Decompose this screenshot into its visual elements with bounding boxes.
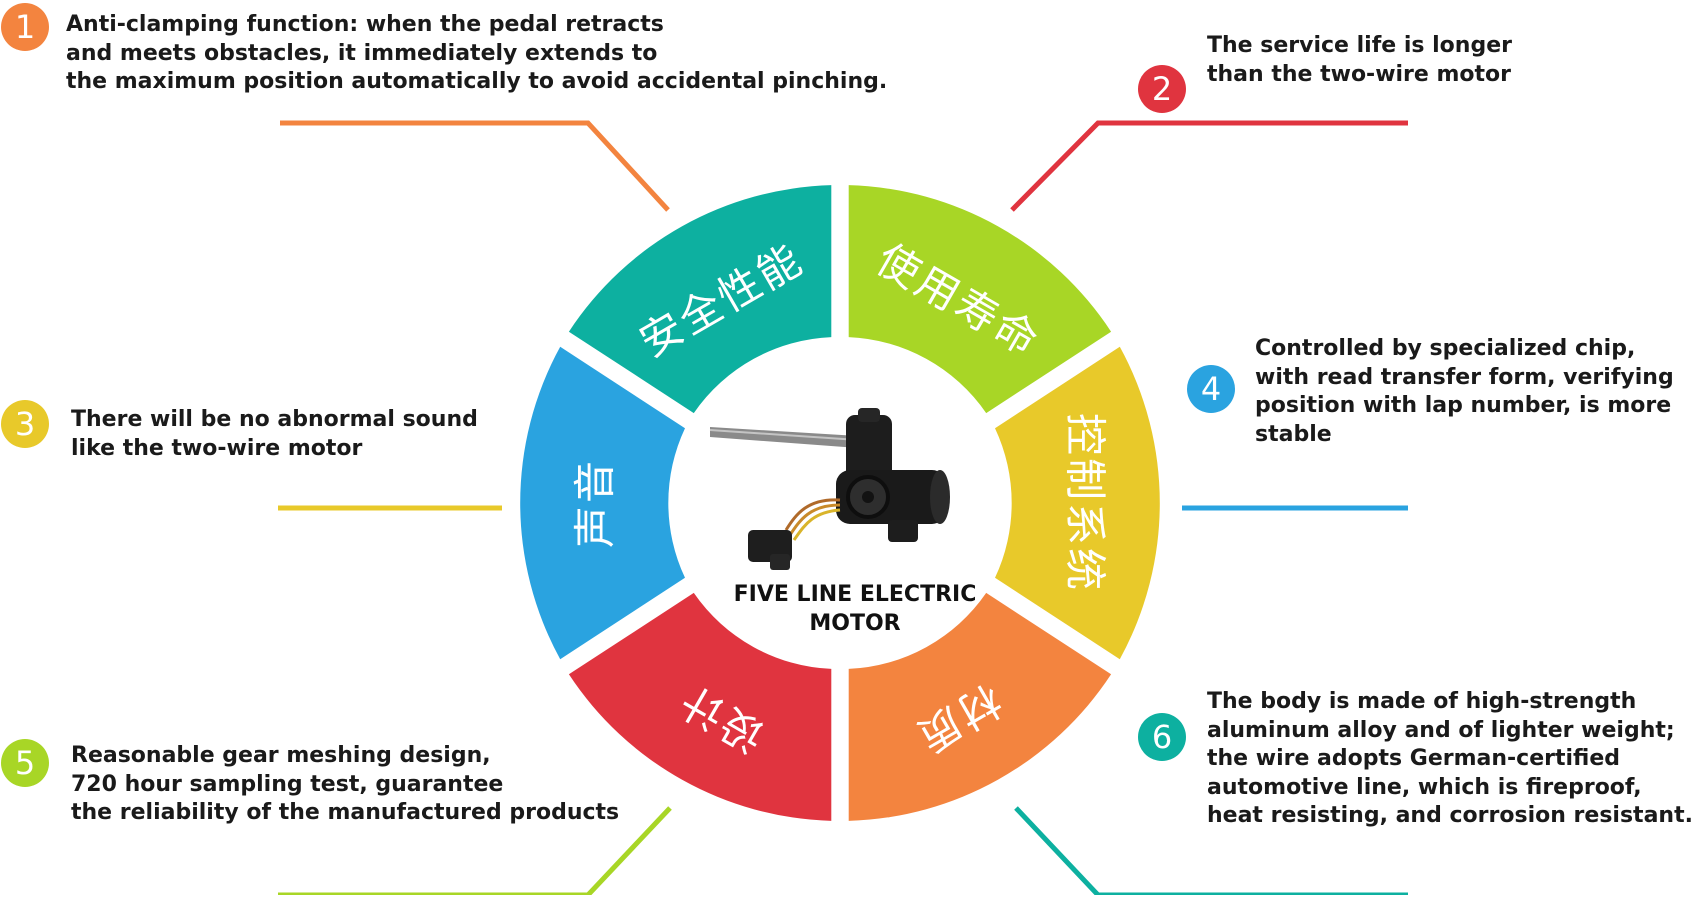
leader-line-2 bbox=[1010, 120, 1408, 212]
feature-ring bbox=[520, 185, 1160, 821]
marker-3 bbox=[1, 400, 49, 448]
marker-5 bbox=[1, 739, 49, 787]
feature-5-line: 720 hour sampling test, guarantee bbox=[71, 771, 504, 797]
marker-1 bbox=[1, 3, 49, 51]
feature-1-line: and meets obstacles, it immediately exte… bbox=[66, 40, 658, 66]
marker-3-number: 3 bbox=[15, 405, 35, 443]
marker-6-number: 6 bbox=[1152, 718, 1172, 756]
feature-text-4: Controlled by specialized chip, with rea… bbox=[1255, 335, 1674, 449]
feature-6-line: The body is made of high-strength bbox=[1207, 689, 1637, 714]
feature-6-line: heat resisting, and corrosion resistant. bbox=[1207, 803, 1693, 828]
feature-text-2: The service life is longer than the two-… bbox=[1207, 32, 1512, 89]
feature-6-line: aluminum alloy and of lighter weight; bbox=[1207, 717, 1675, 743]
segment-control-system bbox=[995, 346, 1160, 660]
center-label-line-1: FIVE LINE ELECTRIC bbox=[733, 582, 977, 607]
feature-4-line: stable bbox=[1255, 421, 1332, 447]
marker-6 bbox=[1138, 713, 1186, 761]
marker-2-number: 2 bbox=[1152, 70, 1172, 108]
feature-4-line: with read transfer form, verifying bbox=[1255, 364, 1674, 390]
feature-6-line: the wire adopts German-certified bbox=[1207, 746, 1621, 771]
feature-6-line: automotive line, which is fireproof, bbox=[1207, 774, 1642, 800]
segment-label-control-system: 控制系统 bbox=[1061, 413, 1110, 593]
segment-material bbox=[848, 592, 1112, 821]
marker-1-number: 1 bbox=[15, 8, 35, 46]
leader-line-1 bbox=[280, 120, 670, 212]
feature-5-line: Reasonable gear meshing design, bbox=[71, 743, 491, 768]
center-label: FIVE LINE ELECTRIC MOTOR bbox=[705, 580, 1005, 638]
feature-3-line: like the two-wire motor bbox=[71, 435, 363, 461]
feature-2-line: than the two-wire motor bbox=[1207, 61, 1512, 87]
number-markers: 1 2 3 4 5 6 bbox=[1, 3, 1235, 787]
segment-sound bbox=[520, 346, 685, 660]
feature-4-line: position with lap number, is more bbox=[1255, 393, 1672, 418]
segment-safety bbox=[568, 185, 832, 414]
motor-wires bbox=[788, 503, 841, 536]
feature-1-line: the maximum position automatically to av… bbox=[66, 69, 888, 94]
feature-text-6: The body is made of high-strength alumin… bbox=[1207, 688, 1693, 831]
center-label-line-2: MOTOR bbox=[809, 611, 901, 636]
marker-2 bbox=[1138, 65, 1186, 113]
segment-design bbox=[568, 592, 832, 821]
feature-5-line: the reliability of the manufactured prod… bbox=[71, 800, 620, 825]
feature-2-line: The service life is longer bbox=[1207, 33, 1512, 58]
feature-text-3: There will be no abnormal sound like the… bbox=[71, 406, 478, 463]
marker-4-number: 4 bbox=[1201, 370, 1221, 408]
feature-3-line: There will be no abnormal sound bbox=[71, 407, 478, 432]
feature-text-1: Anti-clamping function: when the pedal r… bbox=[66, 11, 887, 97]
feature-1-line: Anti-clamping function: when the pedal r… bbox=[66, 12, 664, 37]
marker-4 bbox=[1187, 365, 1235, 413]
segment-service-life bbox=[848, 185, 1112, 414]
feature-4-line: Controlled by specialized chip, bbox=[1255, 336, 1636, 361]
marker-5-number: 5 bbox=[15, 744, 35, 782]
segment-label-sound: 声音 bbox=[571, 458, 620, 548]
feature-text-5: Reasonable gear meshing design, 720 hour… bbox=[71, 742, 619, 828]
motor-gear-housing bbox=[846, 415, 892, 485]
electric-motor-icon bbox=[709, 408, 950, 570]
